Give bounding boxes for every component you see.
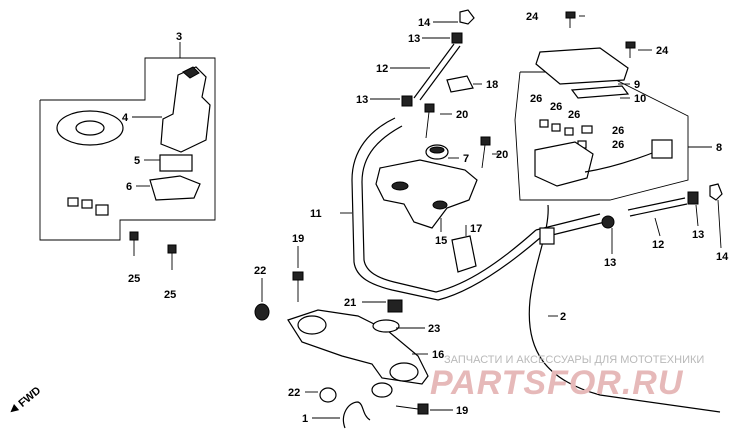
screws-24 [565, 11, 636, 58]
callout-13a: 13 [408, 33, 420, 45]
callout-20b: 20 [496, 149, 508, 161]
steering-stem [287, 309, 429, 398]
callout-22b: 22 [288, 387, 300, 399]
watermark-tagline: ЗАПЧАСТИ И АКСЕССУАРЫ ДЛЯ МОТОТЕХНИКИ [444, 354, 704, 366]
bracket-18 [446, 75, 474, 93]
callout-25b: 25 [164, 289, 176, 301]
callout-26e: 26 [612, 139, 624, 151]
left-rod [401, 9, 475, 107]
callout-26a: 26 [530, 93, 542, 105]
meter-bracket [375, 159, 478, 229]
callout-1: 1 [302, 413, 308, 425]
callout-13d: 13 [692, 229, 704, 241]
callout-19a: 19 [292, 233, 304, 245]
clip-1 [342, 401, 371, 429]
leader-lines [132, 15, 722, 419]
center-bolts [424, 103, 491, 169]
callout-26d: 26 [612, 125, 624, 137]
nut-21 [387, 299, 403, 313]
watermark-brand: PARTSFOR.RU [430, 364, 684, 402]
callout-11: 11 [310, 208, 322, 220]
watermark: ЗАПЧАСТИ И АКСЕССУАРЫ ДЛЯ МОТОТЕХНИКИ PA… [430, 354, 704, 402]
callout-14b: 14 [716, 251, 729, 263]
callout-10: 10 [634, 93, 646, 105]
callout-20a: 20 [456, 109, 468, 121]
throttle-cable [528, 204, 721, 413]
callout-13b: 13 [356, 94, 368, 106]
callout-16: 16 [432, 349, 444, 361]
callout-12a: 12 [376, 63, 388, 75]
callout-14a: 14 [418, 17, 431, 29]
callout-13c: 13 [604, 257, 616, 269]
callout-26c: 26 [568, 109, 580, 121]
callout-2: 2 [560, 311, 566, 323]
fwd-label: FWD [16, 385, 43, 410]
fwd-indicator: FWD [10, 385, 43, 413]
right-switch-group [514, 47, 689, 201]
callout-labels: 3 4 5 6 25 25 14 13 12 13 18 20 7 20 24 … [122, 11, 729, 425]
callout-3: 3 [176, 31, 182, 43]
handlebar [351, 117, 606, 301]
callout-17: 17 [470, 223, 482, 235]
callout-5: 5 [134, 155, 140, 167]
callout-7: 7 [463, 153, 469, 165]
callout-12b: 12 [652, 239, 664, 251]
callout-18: 18 [486, 79, 498, 91]
callout-9: 9 [634, 79, 640, 91]
callout-26b: 26 [550, 101, 562, 113]
nut-22-top [254, 303, 270, 321]
callout-25a: 25 [128, 273, 140, 285]
part-17 [451, 235, 477, 273]
bolts-19 [292, 271, 429, 415]
fwd-arrow-icon [10, 404, 20, 413]
callout-21: 21 [344, 297, 356, 309]
callout-24b: 24 [656, 45, 669, 57]
callout-19b: 19 [456, 405, 468, 417]
bolts-25 [129, 231, 177, 270]
callout-24a: 24 [526, 11, 539, 23]
callout-8: 8 [716, 142, 722, 154]
callout-6: 6 [126, 181, 132, 193]
callout-23: 23 [428, 323, 440, 335]
callout-15: 15 [435, 235, 447, 247]
right-rod [601, 183, 723, 229]
callout-4: 4 [122, 112, 129, 124]
callout-22a: 22 [254, 265, 266, 277]
nut-22-bottom [319, 387, 337, 403]
washer-23 [372, 319, 400, 333]
ignition-switch-group [39, 57, 216, 241]
